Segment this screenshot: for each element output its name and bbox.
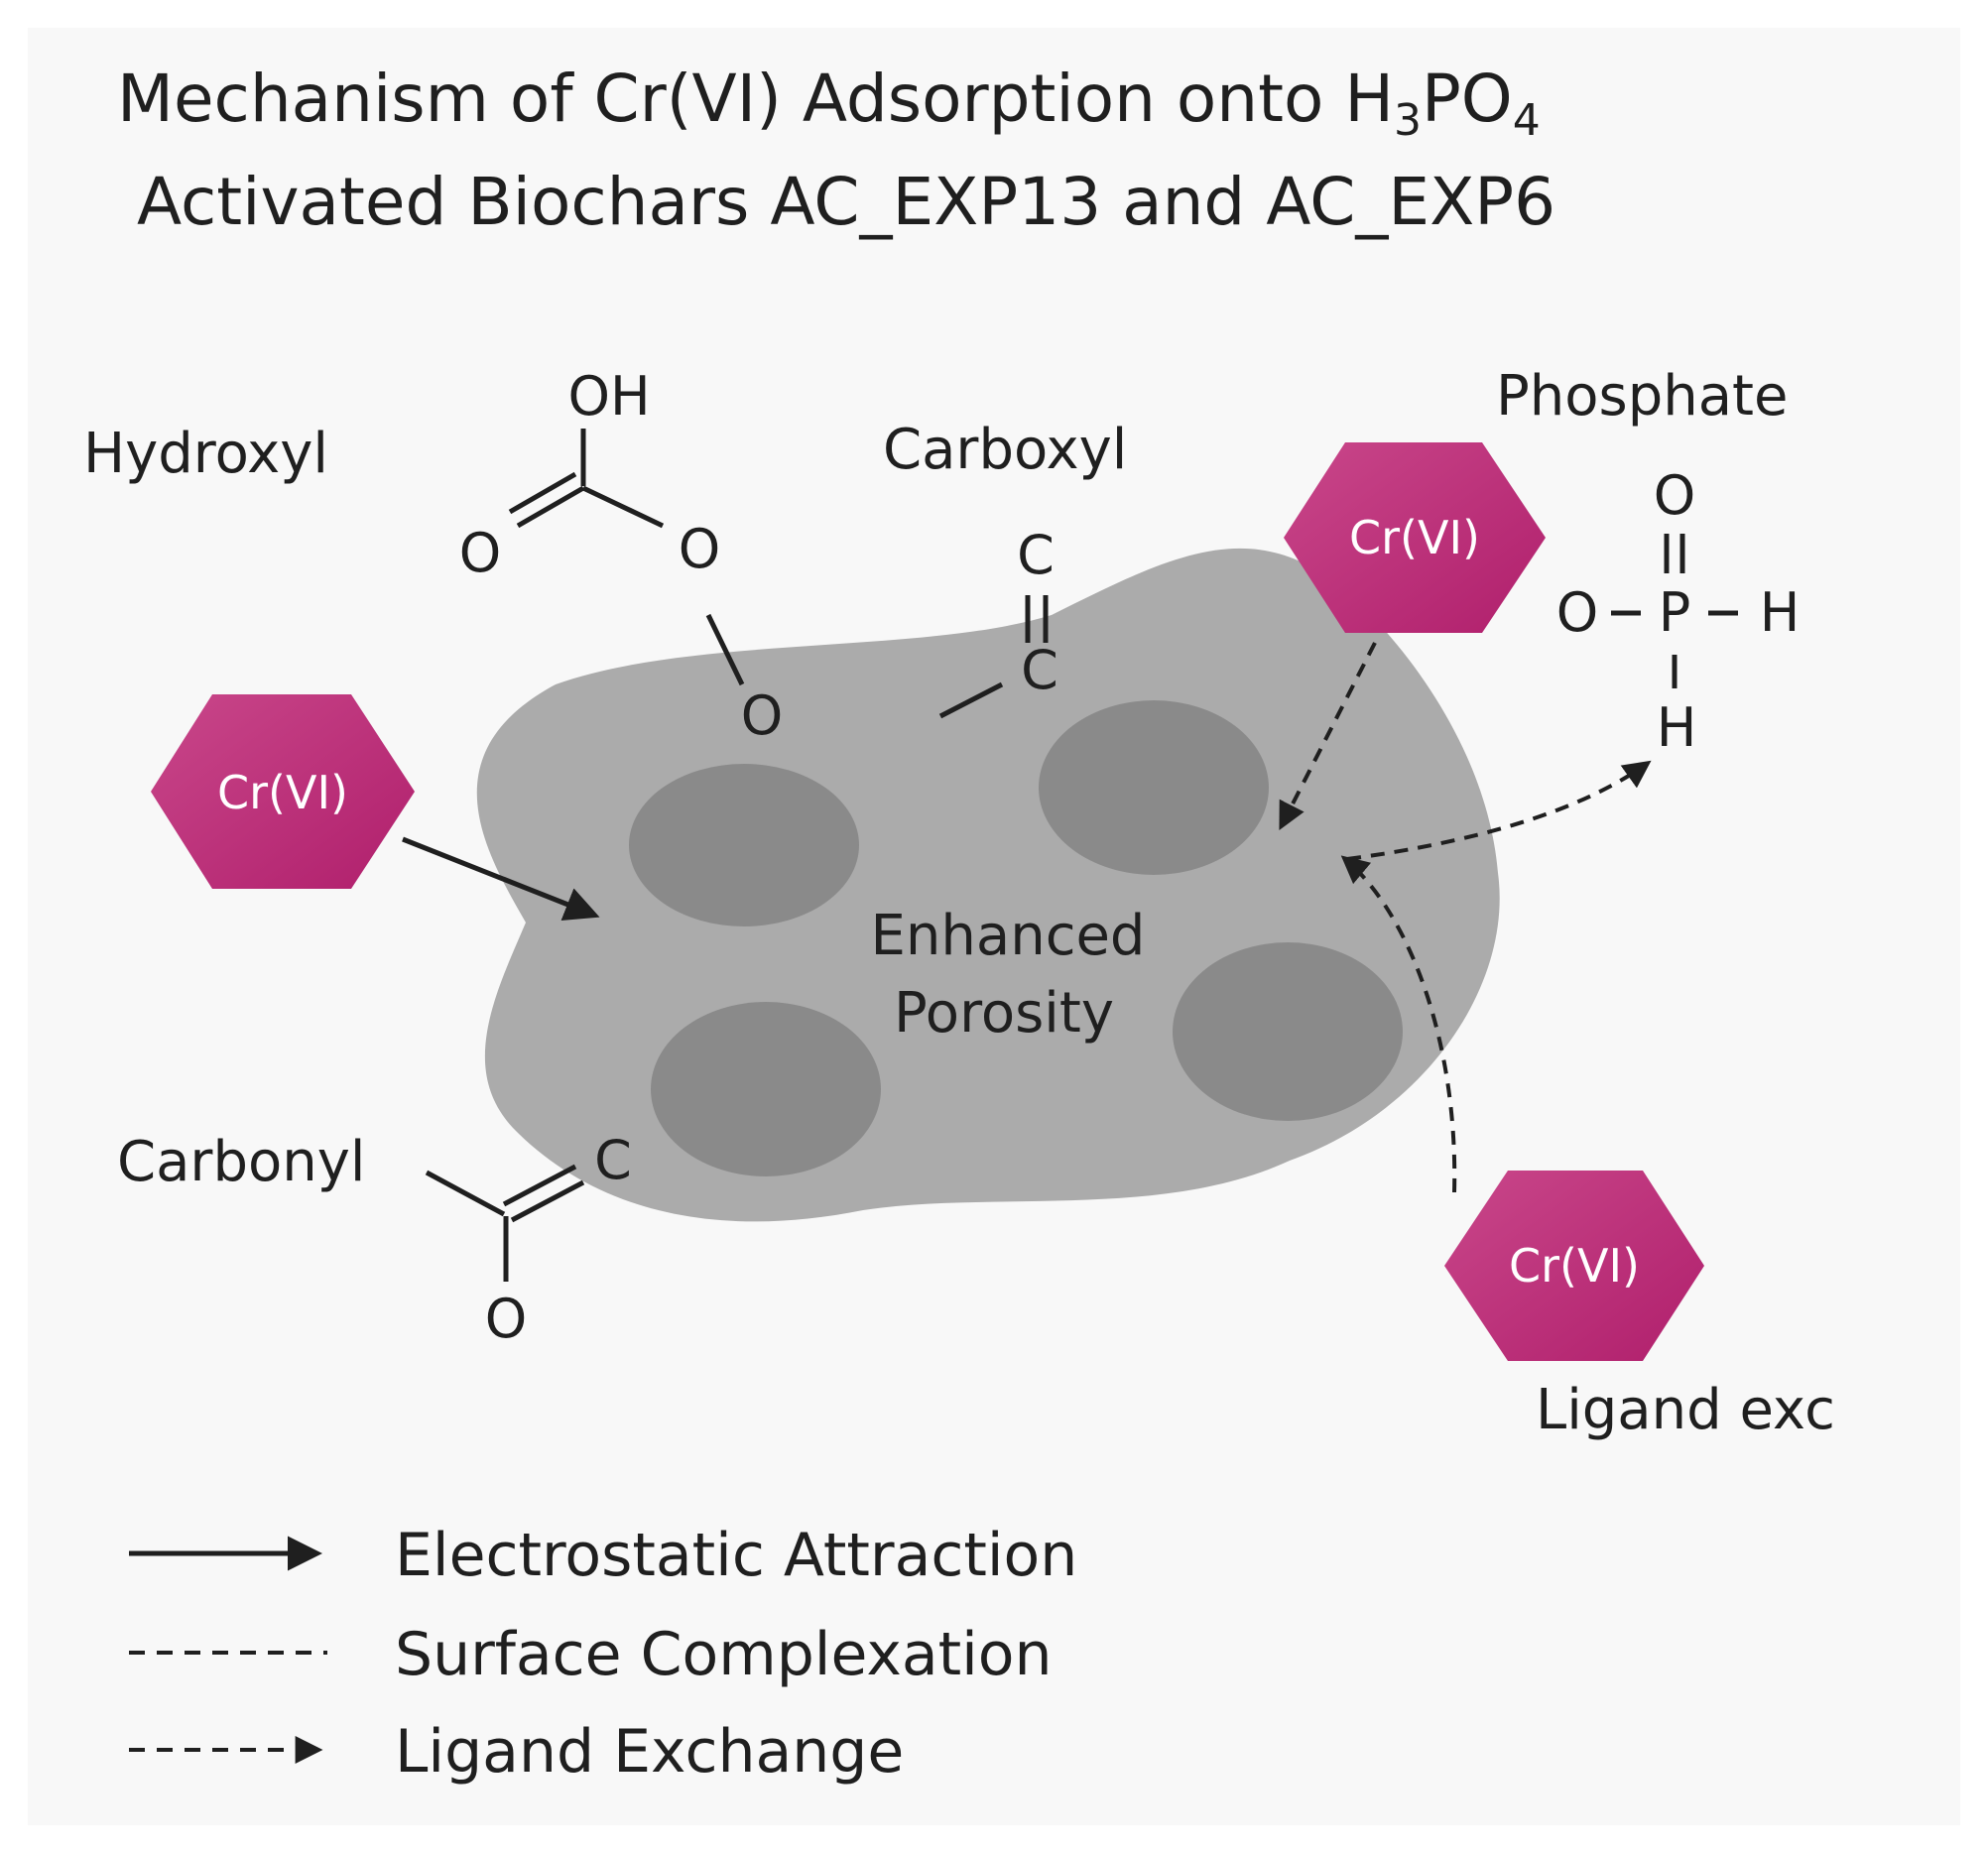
cr-ion-top: Cr(VI) — [1284, 442, 1546, 633]
carboxyl-c-bottom-atom: C — [1021, 639, 1058, 701]
carbonyl-label: Carbonyl — [117, 1130, 365, 1194]
ligand-exchange-arrow-to-phosphate — [1346, 760, 1652, 861]
phosphate-h-right-atom: H — [1760, 581, 1801, 644]
porosity-label-line2: Porosity — [894, 981, 1114, 1046]
legend-ligand-exchange: Ligand Exchange — [395, 1717, 904, 1787]
phosphate-o-left-atom: O — [1556, 581, 1599, 644]
biochar-particle — [476, 548, 1500, 1222]
pore-lower-left — [651, 1002, 881, 1176]
electrostatic-attraction-arrow — [402, 836, 600, 921]
bond-c-c-double-a — [502, 1164, 577, 1207]
legend-electrostatic: Electrostatic Attraction — [395, 1521, 1077, 1590]
phosphate-h-bottom-atom: H — [1657, 696, 1697, 759]
title-line1: Mechanism of Cr(VI) Adsorption onto H3PO… — [117, 61, 1541, 146]
bond-c-o-right — [581, 485, 665, 529]
cr-ion-left: Cr(VI) — [151, 694, 415, 889]
bond-c-o-double-1 — [516, 485, 585, 529]
pore-upper-left — [629, 764, 859, 926]
bond-o-o — [705, 613, 745, 686]
phosphate-p-atom: P — [1659, 581, 1691, 644]
legend-surface-complexation: Surface Complexation — [395, 1620, 1053, 1689]
carboxyl-label: Carboxyl — [883, 418, 1127, 482]
carbonyl-o-atom: O — [485, 1288, 528, 1350]
title-line2: Activated Biochars AC_EXP13 and AC_EXP6 — [137, 164, 1555, 240]
bond-c-o-double-2 — [508, 471, 577, 515]
bond-carbonyl-surface — [425, 1170, 506, 1217]
svg-text:Cr(VI): Cr(VI) — [1509, 1239, 1640, 1293]
bond-c-c-double-b — [510, 1179, 585, 1223]
cr-ion-bottom: Cr(VI) — [1444, 1171, 1704, 1361]
pore-upper-right — [1039, 700, 1269, 875]
ligand-exchange-caption: Ligand exc — [1536, 1378, 1835, 1442]
phosphate-o-top-atom: O — [1654, 464, 1696, 527]
hydroxyl-o-left-atom: O — [459, 522, 502, 584]
ligand-exchange-arrow-from-ion — [1340, 855, 1457, 1193]
pore-lower-right — [1173, 942, 1403, 1121]
svg-text:Cr(VI): Cr(VI) — [217, 766, 348, 819]
carbonyl-c-atom: C — [594, 1129, 632, 1191]
legend: Electrostatic Attraction Surface Complex… — [129, 1521, 1077, 1787]
hydroxyl-oh-atom: OH — [567, 365, 650, 428]
hydroxyl-o-bottom-atom: O — [741, 684, 784, 747]
carboxyl-c-top-atom: C — [1017, 524, 1055, 586]
surface-complexation-arrow — [1279, 642, 1377, 830]
phosphate-label: Phosphate — [1496, 364, 1788, 429]
porosity-label-line1: Enhanced — [871, 904, 1146, 968]
bond-c-surface — [938, 681, 1004, 719]
svg-text:Cr(VI): Cr(VI) — [1349, 511, 1480, 564]
hydroxyl-label: Hydroxyl — [83, 422, 328, 486]
hydroxyl-o-right-atom: O — [679, 518, 721, 580]
